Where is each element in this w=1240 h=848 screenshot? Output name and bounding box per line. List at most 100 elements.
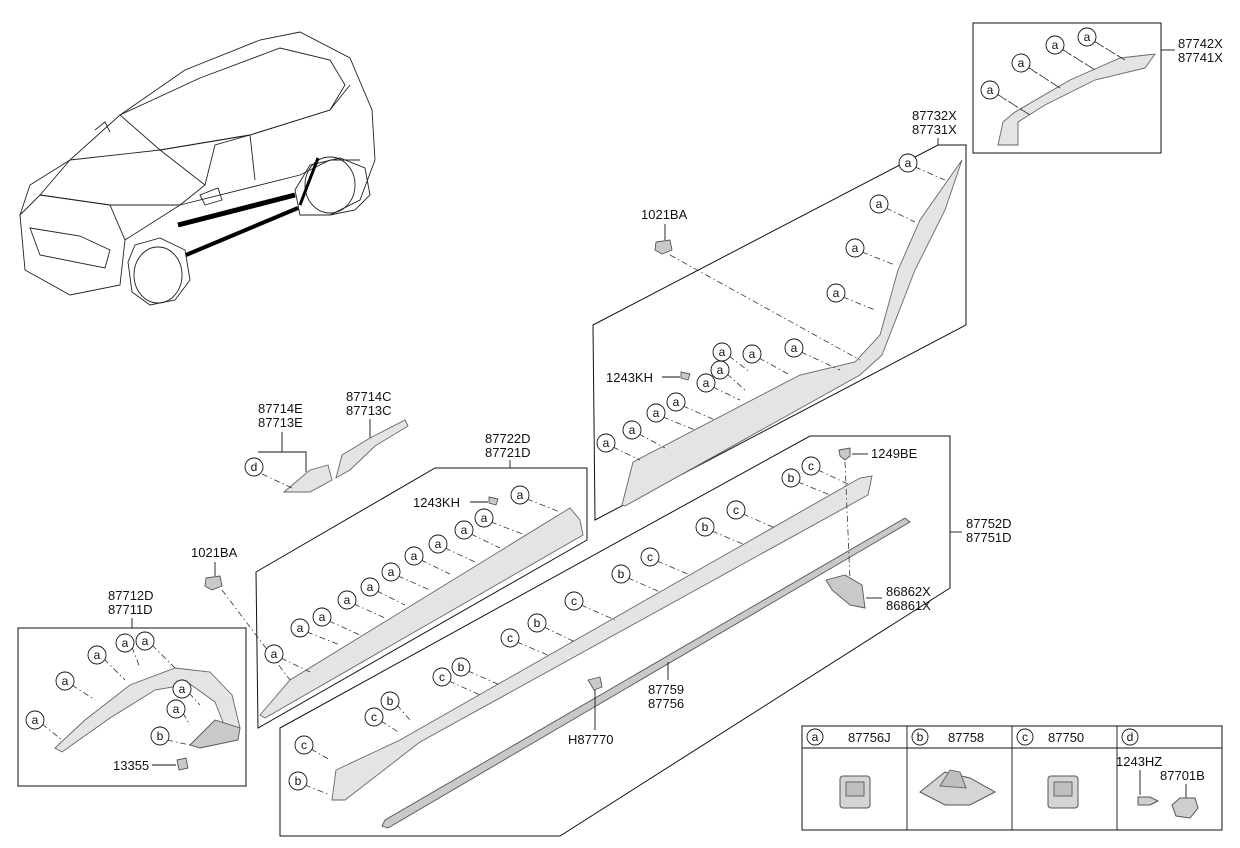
callout-circle (869, 194, 889, 214)
callout-leader (996, 93, 1031, 116)
label-clip-upper: 1021BA (641, 207, 688, 222)
callout-circle (710, 360, 730, 380)
label-wheel-moulding-1: 87712D (108, 588, 154, 603)
legend-cell-d: d 1243HZ 87701B (1116, 728, 1205, 819)
callout-leader (280, 657, 311, 673)
callout-letter-c: c (301, 738, 307, 752)
callout-circle (264, 644, 284, 664)
callout-circle (696, 373, 716, 393)
callout-circle (666, 392, 686, 412)
label-garnish-e-2: 87713E (258, 415, 303, 430)
callout-letter-b: b (702, 520, 709, 534)
legend-letter-d: d (1127, 730, 1134, 744)
callout-letter-a: a (461, 523, 468, 537)
callout-letter-a: a (367, 580, 374, 594)
sill-strip-part (381, 517, 911, 829)
label-rear-moulding-1: 87732X (912, 108, 957, 123)
vehicle-illustration (19, 31, 376, 306)
callout-letter-a: a (517, 488, 524, 502)
legend-letter-b: b (917, 730, 924, 744)
callout-circle (726, 500, 746, 520)
legend-letter-c: c (1022, 730, 1028, 744)
callout-circle (695, 517, 715, 537)
label-garnish-e-1: 87714E (258, 401, 303, 416)
callout-letter-a: a (1018, 56, 1025, 70)
callout-leader (526, 498, 561, 513)
legend-letter-a: a (812, 730, 819, 744)
callout-leader (861, 251, 896, 266)
callout-circle (25, 710, 45, 730)
label-sill-strip-2: 87756 (648, 696, 684, 711)
callout-circle (622, 420, 642, 440)
legend-part-d2: 87701B (1160, 768, 1205, 783)
callout-leader (376, 590, 406, 606)
callout-leader (627, 577, 661, 593)
side-sill-part (331, 475, 873, 801)
callout-letter-b: b (534, 616, 541, 630)
callout-leader (742, 513, 776, 529)
label-rear-garnish-1: 87742X (1178, 36, 1223, 51)
callout-leader (380, 720, 401, 734)
callout-leader (71, 684, 96, 701)
callout-circle (474, 508, 494, 528)
callout-circle (87, 645, 107, 665)
wheel-bracket-part (189, 719, 241, 749)
label-sill-strip-1: 87759 (648, 682, 684, 697)
callout-circle (980, 80, 1000, 100)
callout-letter-a: a (435, 537, 442, 551)
callout-leader (470, 533, 501, 549)
callout-leader (662, 416, 696, 431)
callout-letter-c: c (733, 503, 739, 517)
callout-leader (166, 739, 191, 746)
front-door-moulding-box (255, 467, 588, 729)
callout-leader (1093, 40, 1126, 61)
callout-leader (306, 631, 341, 646)
callout-leader (131, 646, 141, 669)
callout-circle (527, 613, 547, 633)
callout-letter-a: a (719, 345, 726, 359)
label-clip-lower: 1021BA (191, 545, 238, 560)
label-bracket-2: 86861X (886, 598, 931, 613)
callout-circle (454, 520, 474, 540)
callout-circle (564, 591, 584, 611)
callout-letter-a: a (388, 565, 395, 579)
callout-leader (580, 604, 616, 621)
callout-letter-a: a (179, 682, 186, 696)
callout-circle (115, 633, 135, 653)
callout-circle (294, 735, 314, 755)
callout-leader (800, 351, 841, 371)
callout-circle (640, 547, 660, 567)
callout-circle (1045, 35, 1065, 55)
callout-leader (885, 207, 916, 223)
callout-letter-a: a (852, 241, 859, 255)
label-garnish-c-2: 87713C (346, 403, 392, 418)
label-door-moulding-2: 87721D (485, 445, 531, 460)
callout-letter-a: a (673, 395, 680, 409)
callout-circle (404, 546, 424, 566)
callout-leader (304, 784, 331, 796)
callout-letter-a: a (481, 511, 488, 525)
callout-leader (41, 723, 63, 741)
callout-circle (1077, 27, 1097, 47)
label-side-sill-1: 87752D (966, 516, 1012, 531)
label-screw-lower: 1243KH (413, 495, 460, 510)
callout-leader (842, 296, 876, 311)
callout-circle (135, 631, 155, 651)
callout-letter-c: c (439, 670, 445, 684)
callout-circle (380, 691, 400, 711)
callout-leader (797, 481, 831, 496)
callout-letter-a: a (344, 593, 351, 607)
callout-leader (1027, 66, 1061, 89)
callout-letter-a: a (94, 648, 101, 662)
callout-circle (290, 618, 310, 638)
callout-leader (420, 559, 451, 575)
callout-letter-a: a (62, 674, 69, 688)
callout-leader (543, 626, 576, 643)
callout-circle (646, 403, 666, 423)
legend-part-a: 87756J (848, 730, 891, 745)
callout-leader (448, 680, 481, 696)
screw-upper-part (680, 371, 691, 381)
label-rear-garnish-2: 87741X (1178, 50, 1223, 65)
clip-13355-part (176, 757, 189, 771)
callout-circle (381, 562, 401, 582)
